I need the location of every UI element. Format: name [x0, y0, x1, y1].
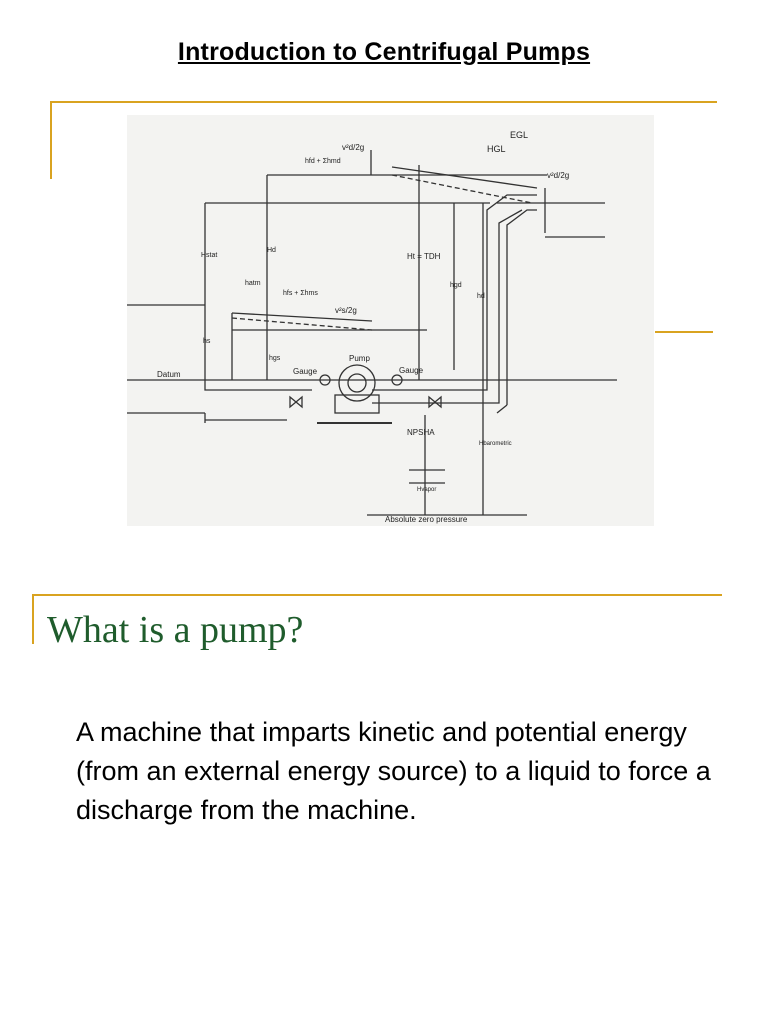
- section-heading: What is a pump?: [47, 609, 304, 651]
- label-vd2g-right: v²d/2g: [547, 171, 569, 180]
- pump-system-diagram: EGL HGL v²d/2g v²d/2g hfd + Σhmd Hstat H…: [127, 115, 654, 526]
- label-hgl: HGL: [487, 144, 506, 154]
- suction-pipe-top: [204, 380, 312, 391]
- label-egl: EGL: [510, 130, 528, 140]
- label-datum: Datum: [157, 370, 181, 379]
- label-pump: Pump: [349, 354, 370, 363]
- label-vd2g: v²d/2g: [342, 143, 364, 152]
- label-absolute-zero: Absolute zero pressure: [385, 515, 468, 524]
- section-body: A machine that imparts kinetic and poten…: [76, 717, 711, 825]
- label-hfd: hfd + Σhmd: [305, 158, 341, 165]
- slide-frame-top: [50, 101, 717, 103]
- label-hd: Hd: [267, 247, 276, 254]
- label-hfs: hfs + Σhms: [283, 290, 318, 297]
- hgl-line: [391, 174, 533, 204]
- label-hgd: hgd: [450, 282, 462, 289]
- label-hstat: Hstat: [201, 252, 217, 259]
- label-hd2: hd: [477, 293, 485, 300]
- egl-line: [391, 166, 538, 189]
- label-hbarometric: Hbarometric: [479, 441, 512, 447]
- label-gauge-left: Gauge: [293, 367, 318, 376]
- label-hvapor: Hvapor: [417, 487, 436, 493]
- lower-frame-left: [32, 594, 34, 644]
- slide-frame-left: [50, 101, 52, 179]
- lower-frame-top: [32, 594, 722, 596]
- label-hs: hs: [203, 338, 211, 345]
- label-gauge-right: Gauge: [399, 366, 424, 375]
- slide-frame-accent: [655, 331, 713, 333]
- page-title: Introduction to Centrifugal Pumps: [177, 38, 591, 66]
- label-npsh: NPSHA: [407, 428, 435, 437]
- label-vs2g: v²s/2g: [335, 306, 357, 315]
- label-hgs: hgs: [269, 355, 281, 362]
- label-hatm: hatm: [245, 280, 261, 287]
- label-tdh: Ht = TDH: [407, 252, 441, 261]
